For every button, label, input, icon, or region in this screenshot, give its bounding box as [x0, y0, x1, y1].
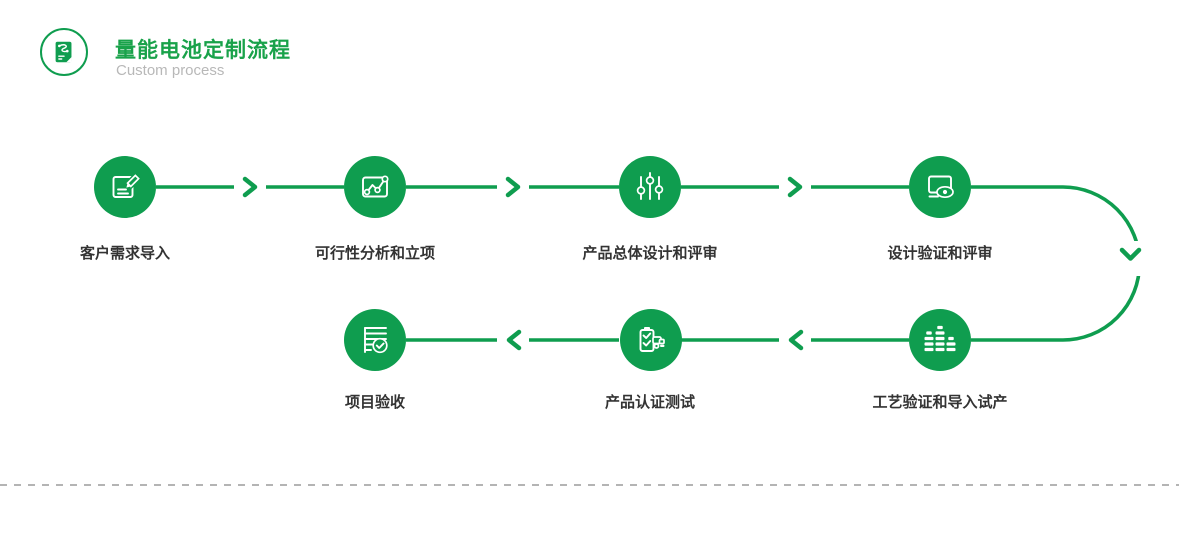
arrow-left-icon — [506, 329, 522, 351]
process-document-glyph — [55, 41, 72, 63]
equalizer-bars-icon — [924, 325, 956, 352]
step-node-7 — [344, 309, 406, 371]
step-label: 项目验收 — [344, 394, 405, 411]
step-node-5 — [909, 309, 971, 371]
step-label: 客户需求导入 — [79, 245, 170, 262]
trend-chart-icon — [362, 175, 389, 198]
process-document-icon — [40, 28, 88, 76]
step-node-1 — [94, 156, 156, 218]
step-node-4 — [909, 156, 971, 218]
step-label: 可行性分析和立项 — [314, 245, 435, 262]
step-label: 工艺验证和导入试产 — [872, 394, 1008, 411]
sliders-icon — [636, 172, 664, 200]
monitor-eye-icon — [928, 175, 954, 199]
step-label: 产品认证测试 — [604, 394, 695, 411]
step-label: 设计验证和评审 — [887, 245, 993, 262]
battery-check-truck-icon — [639, 327, 665, 352]
document-check-icon — [364, 327, 388, 354]
section-subtitle: Custom process — [116, 62, 225, 79]
section-title: 量能电池定制流程 — [115, 39, 291, 62]
step-label: 产品总体设计和评审 — [582, 245, 718, 262]
step-node-6 — [620, 309, 682, 371]
step-node-3 — [619, 156, 681, 218]
arrow-left-icon — [788, 329, 804, 351]
arrow-right-icon — [505, 176, 521, 198]
arrow-down-icon — [1119, 247, 1142, 261]
edit-note-icon — [112, 172, 142, 198]
arrow-right-icon — [242, 176, 258, 198]
arrow-right-icon — [787, 176, 803, 198]
step-node-2 — [344, 156, 406, 218]
